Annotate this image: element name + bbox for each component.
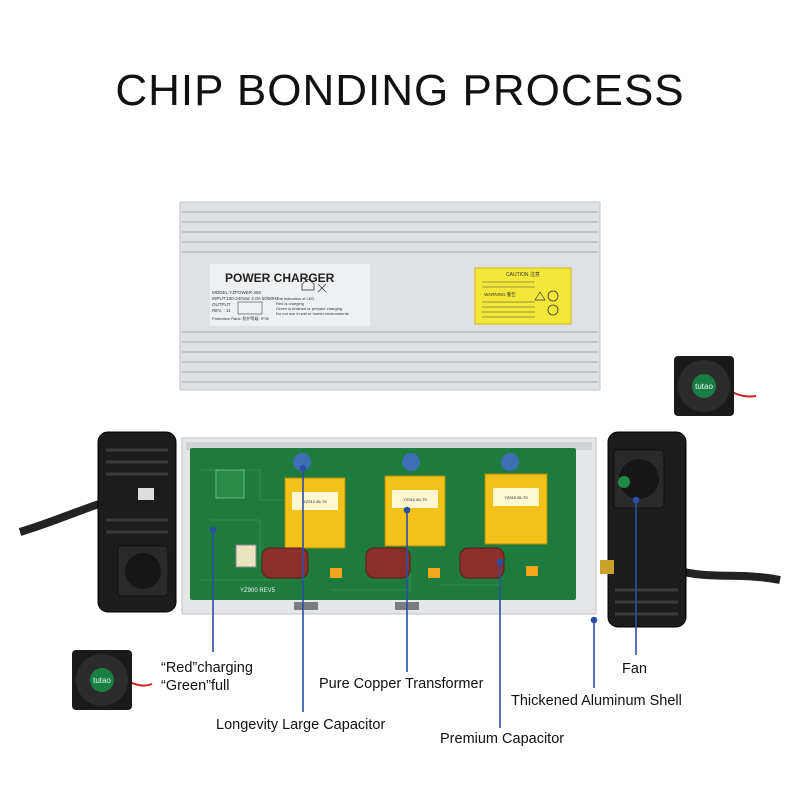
led-callout-line2: “Green”full	[161, 678, 230, 694]
warning-text: WARNING 警告	[484, 291, 516, 298]
led-note-1: The indication of LED	[276, 296, 314, 301]
board-part-number: YZ900 REV5	[240, 588, 276, 594]
page-title: CHIP BONDING PROCESS	[115, 66, 685, 115]
premium-capacitor-callout: Premium Capacitor	[440, 731, 565, 747]
led-note-3: Green is finished or prepare charging	[276, 306, 342, 311]
charger-heading: POWER CHARGER	[225, 271, 335, 285]
warning-label: CAUTION 注意 WARNING 警告	[482, 271, 559, 318]
led-callout-line1: “Red”charging	[161, 660, 253, 676]
rev-text: REV. : 11	[212, 308, 231, 313]
fan-brand-top: tutao	[695, 382, 713, 391]
callout-lines	[209, 464, 640, 728]
input-text: INPUT:100-240Vac 2.0A 50/60Hz	[212, 296, 279, 301]
fan-top-right: tutao	[674, 356, 757, 416]
shell-callout: Thickened Aluminum Shell	[511, 693, 682, 709]
transformer-3-text: YZ910 65-T9	[504, 495, 528, 500]
capacitor-callout: Longevity Large Capacitor	[216, 717, 386, 733]
led-callout: “Red”charging “Green”full	[161, 659, 253, 695]
fan-brand-bottom: tutao	[93, 676, 111, 685]
caution-text: CAUTION 注意	[506, 271, 540, 278]
model-text: MODEL:YZPOWER-450	[212, 290, 262, 295]
left-end-cap	[18, 431, 177, 613]
open-charger: YZ900 REV5 YZ910 65-T9 YZ910 65-T9 YZ910…	[181, 437, 597, 615]
fan-bottom-left: tutao	[72, 650, 153, 710]
led-note-4: Do not use in wet or humid environments	[276, 311, 349, 316]
output-text: OUTPUT	[212, 302, 231, 307]
led-note-2: Red is charging	[276, 301, 304, 306]
fan-callout: Fan	[622, 661, 647, 677]
protection-text: Protection Rank: 防护等级: IP30	[212, 315, 270, 321]
right-end-cap	[600, 431, 781, 628]
closed-charger: CAUTION 注意 WARNING 警告 POWER CHARGER MODE…	[179, 201, 601, 391]
capacitors	[261, 453, 538, 579]
transformers: YZ910 65-T9 YZ910 65-T9 YZ910 65-T9	[284, 473, 548, 549]
charger-nameplate: POWER CHARGER MODEL:YZPOWER-450 INPUT:10…	[212, 271, 349, 321]
transformer-callout: Pure Copper Transformer	[319, 676, 484, 692]
transformer-2-text: YZ910 65-T9	[403, 497, 427, 502]
transformer-1-text: YZ910 65-T9	[303, 499, 327, 504]
